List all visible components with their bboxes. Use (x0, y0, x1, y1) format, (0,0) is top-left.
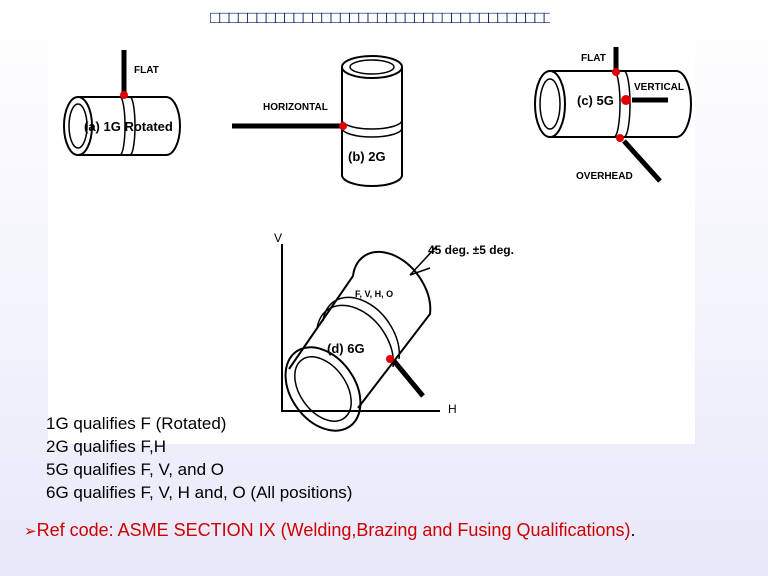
panel-6g (281, 244, 440, 432)
label-5g-flat: FLAT (581, 53, 606, 64)
qualification-6g: 6G qualifies F, V, H and, O (All positio… (46, 483, 353, 502)
label-2g-horizontal: HORIZONTAL (263, 102, 328, 113)
label-5g-overhead: OVERHEAD (576, 171, 633, 182)
reference-end: . (630, 520, 636, 540)
caption-1g: (a) 1G Rotated (84, 119, 173, 134)
angle-label: 45 deg. ±5 deg. (428, 243, 514, 257)
label-5g-vertical: VERTICAL (634, 82, 684, 93)
pipe-2g-bottom (341, 174, 403, 187)
reference-text: Ref code: ASME SECTION IX (Welding,Brazi… (36, 520, 631, 540)
caption-6g: (d) 6G (327, 341, 365, 356)
pipe-5g-end (534, 70, 566, 138)
electrode-5g-overhead (622, 139, 662, 183)
reference-note: ➢Ref code: ASME SECTION IX (Welding,Braz… (24, 518, 744, 544)
qualification-2g: 2G qualifies F,H (46, 437, 166, 456)
angle-leader (409, 267, 431, 276)
axes-6g (281, 244, 440, 412)
panel-5g (534, 47, 692, 183)
qualification-list: 1G qualifies F (Rotated) 2G qualifies F,… (46, 412, 352, 504)
pipe-6g-body (288, 250, 432, 409)
axis-v-label: V (274, 231, 282, 245)
caption-2g: (b) 2G (348, 149, 386, 164)
label-6g-positions: F, V, H, O (355, 289, 393, 299)
panel-2g (232, 55, 403, 187)
weld-marker-5g-flat (612, 68, 620, 76)
qualification-5g: 5G qualifies F, V, and O (46, 460, 224, 479)
weld-marker-5g-vertical (621, 95, 631, 105)
slide-title: □□□□□□□□□□□□□□□□□□□□□□□□□□□□□□□□□□□□□□□ (210, 8, 550, 32)
bullet-arrow-icon: ➢ (24, 523, 37, 540)
weld-seam-6g (316, 304, 395, 368)
pipe-1g-bore (68, 103, 88, 149)
weld-marker-6g (386, 355, 394, 363)
weld-marker-1g (120, 91, 128, 99)
qualification-1g: 1G qualifies F (Rotated) (46, 414, 227, 433)
welding-positions-diagram: FLAT (a) 1G Rotated HORIZONTAL (b) 2G FL… (63, 47, 692, 432)
welding-positions-figure: FLAT (a) 1G Rotated HORIZONTAL (b) 2G FL… (48, 41, 695, 444)
caption-5g: (c) 5G (577, 93, 614, 108)
slide-title-text: □□□□□□□□□□□□□□□□□□□□□□□□□□□□□□□□□□□□□□ (210, 8, 550, 27)
pipe-5g-bore (539, 78, 561, 130)
weld-seam-1g (119, 96, 126, 156)
electrode-6g (392, 359, 425, 398)
weld-marker-2g (339, 122, 347, 130)
label-1g-flat: FLAT (134, 65, 159, 76)
pipe-2g-bore (349, 59, 395, 75)
pipe-1g-end (63, 96, 93, 156)
pipe-6g-end (284, 346, 362, 432)
pipe-6g-bore (294, 356, 352, 422)
pipe-5g-body (550, 70, 692, 138)
weld-seam-5g (613, 70, 621, 138)
weld-seam-2g (341, 119, 403, 130)
pipe-2g-top (341, 55, 403, 79)
weld-marker-5g-overhead (616, 134, 624, 142)
panel-1g (63, 50, 181, 156)
pipe-1g-body (78, 96, 181, 156)
axis-h-label: H (448, 402, 457, 416)
